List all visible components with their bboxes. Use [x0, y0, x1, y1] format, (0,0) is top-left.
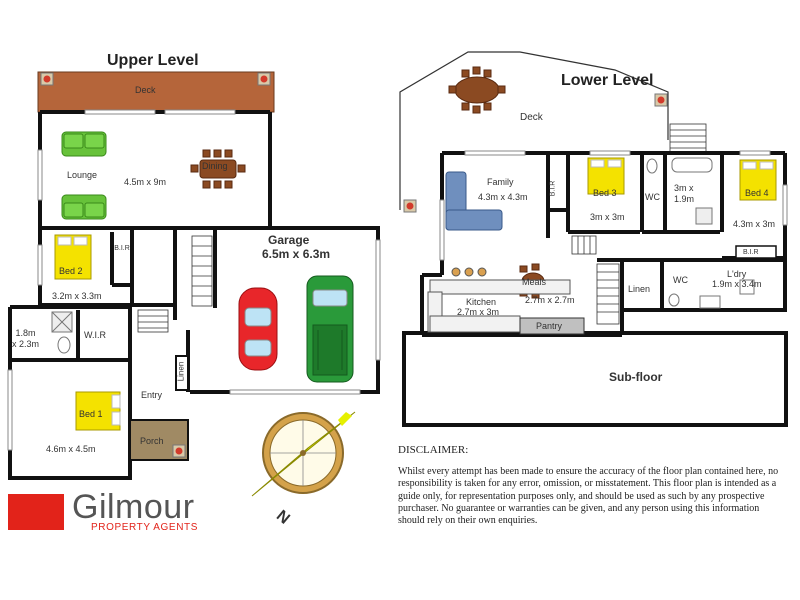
subfloor-label: Sub-floor: [609, 370, 663, 384]
green-ute-icon: [306, 275, 354, 383]
linen-cupboard: [175, 355, 189, 391]
pantry-label: Pantry: [536, 321, 563, 331]
sofa-icon: [61, 194, 107, 220]
kitchen-bench: [427, 267, 571, 333]
pantry-box: [519, 317, 585, 335]
lower-wc-label: WC: [673, 275, 688, 285]
bed-icon: [739, 159, 777, 201]
bed4-size: 4.3m x 3m: [733, 219, 776, 229]
lounge-size: 4.5m x 9m: [124, 177, 167, 187]
family-bir-label: B.I.R: [549, 180, 557, 197]
sofa-icon: [61, 131, 107, 157]
logo-name: Gilmour: [72, 488, 195, 526]
family-size: 4.3m x 4.3m: [478, 192, 528, 202]
bed3-size: 3m x 3m: [590, 212, 625, 222]
lounge-label: Lounge: [67, 170, 98, 180]
logo-subtitle: PROPERTY AGENTS: [91, 522, 198, 533]
porch-area: [129, 419, 189, 461]
lower-stairs: [571, 235, 620, 325]
subfloor-outline: [402, 331, 788, 427]
deck-stairs: [669, 123, 707, 155]
shower-icon: [51, 311, 73, 333]
kitchen-size: 2.7m x 3m: [457, 307, 500, 317]
upper-deck-label: Deck: [135, 85, 156, 95]
meals-size: 2.7m x 2.7m: [525, 295, 575, 305]
bed2-size: 3.2m x 3.3m: [52, 291, 102, 301]
plant-icon: [654, 93, 668, 107]
bath-size: 1.8m x 2.3m: [12, 328, 40, 349]
dining-label: Dining: [202, 161, 228, 171]
entry-label: Entry: [141, 390, 163, 400]
bed2-bir-label: B.I.R: [114, 245, 130, 252]
bed4-bir-label: B.I.R: [743, 249, 759, 256]
bath-icon: [646, 157, 713, 307]
dining-table-icon: [190, 149, 246, 189]
bed4-label: Bed 4: [745, 188, 769, 198]
red-car-icon: [238, 287, 278, 371]
bed-icon: [587, 157, 625, 195]
family-label: Family: [487, 177, 514, 187]
laundry-tub-icon: [699, 279, 755, 309]
bed1-label: Bed 1: [79, 409, 103, 419]
garage-size: 6.5m x 6.3m: [262, 247, 331, 261]
corner-couch-icon: [445, 171, 503, 231]
wc-label: WC: [645, 192, 660, 202]
plant-icon: [40, 72, 54, 86]
lower-level-title: Lower Level: [561, 72, 654, 89]
porch-label: Porch: [140, 436, 164, 446]
bir-box: [735, 245, 777, 259]
linen-label: Linen: [176, 361, 186, 382]
bed-icon: [54, 234, 92, 280]
compass-icon: [251, 411, 356, 497]
kitchen-label: Kitchen: [466, 297, 497, 307]
bed3-label: Bed 3: [593, 188, 617, 198]
laundry-size: 1.9m x 3.4m: [712, 279, 762, 289]
plant-icon: [403, 199, 417, 213]
toilet-icon: [57, 336, 71, 354]
plant-icon: [257, 72, 271, 86]
lower-linen-label: Linen: [628, 284, 651, 294]
bed1-size: 4.6m x 4.5m: [46, 444, 96, 454]
bed2-label: Bed 2: [59, 266, 83, 276]
disclaimer-body: Whilst every attempt has been made to en…: [398, 466, 779, 527]
lower-deck-label: Deck: [520, 112, 543, 123]
laundry-label: L'dry: [727, 269, 747, 279]
upper-level-title: Upper Level: [107, 52, 199, 69]
garage-label: Garage: [268, 233, 310, 247]
upper-stairs: [137, 235, 213, 333]
lower-deck-outline: [399, 51, 669, 210]
upper-deck: [37, 71, 275, 113]
gilmour-logo-mark: [8, 494, 64, 530]
deck-table-icon: [448, 66, 506, 114]
wir-label: W.I.R: [84, 330, 106, 340]
lower-bath-size: 3m x 1.9m: [674, 183, 695, 204]
bed-icon: [75, 391, 121, 431]
disclaimer-title: DISCLAIMER:: [398, 444, 469, 456]
plant-icon: [172, 444, 186, 458]
meals-label: Meals: [522, 277, 547, 287]
